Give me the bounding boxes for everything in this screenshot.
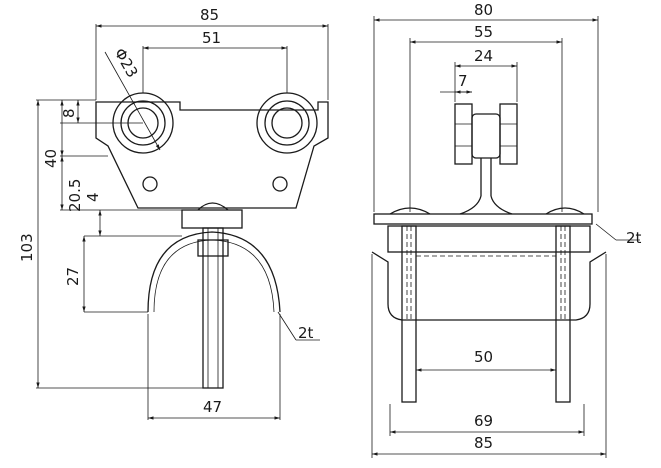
- wheel-assembly-left: [454, 103, 473, 165]
- dim-103: 103: [18, 233, 36, 262]
- dim-20-5: 20.5: [66, 179, 84, 212]
- dim-40: 40: [42, 149, 60, 168]
- front-view: 85 51 Φ23 8 40 20.5 4 103 27 47 2t: [18, 6, 329, 420]
- dim-50: 50: [474, 348, 493, 366]
- side-view: 80 55 24 7 50 69 85 2t: [371, 1, 642, 458]
- dim-24: 24: [474, 47, 493, 65]
- top-nut: [197, 202, 229, 211]
- side-bracket: [371, 251, 607, 321]
- label-2t-side: 2t: [626, 229, 642, 247]
- dim-27: 27: [64, 267, 82, 286]
- dim-8: 8: [60, 108, 78, 118]
- arc-bracket: [147, 231, 281, 313]
- side-bolt-right: [555, 225, 571, 403]
- dim-7: 7: [458, 72, 468, 90]
- body-hole-right: [272, 176, 288, 192]
- label-2t-front: 2t: [298, 324, 314, 342]
- trolley-body: [95, 101, 329, 209]
- dim-85-bottom: 85: [474, 434, 493, 452]
- dim-69: 69: [474, 412, 493, 430]
- side-bolt-left: [401, 225, 417, 403]
- dim-85-top: 85: [200, 6, 219, 24]
- side-plate: [373, 213, 593, 225]
- base-plate: [181, 209, 243, 229]
- body-hole-left: [142, 176, 158, 192]
- dim-55: 55: [474, 23, 493, 41]
- dim-51: 51: [202, 29, 221, 47]
- wheel-assembly-right: [499, 103, 518, 165]
- dim-4: 4: [84, 192, 102, 202]
- right-wheel: [256, 92, 318, 154]
- dim-47: 47: [203, 398, 222, 416]
- hanger-bolt: [202, 227, 224, 389]
- dim-diameter-23: Φ23: [111, 45, 142, 81]
- dim-80: 80: [474, 1, 493, 19]
